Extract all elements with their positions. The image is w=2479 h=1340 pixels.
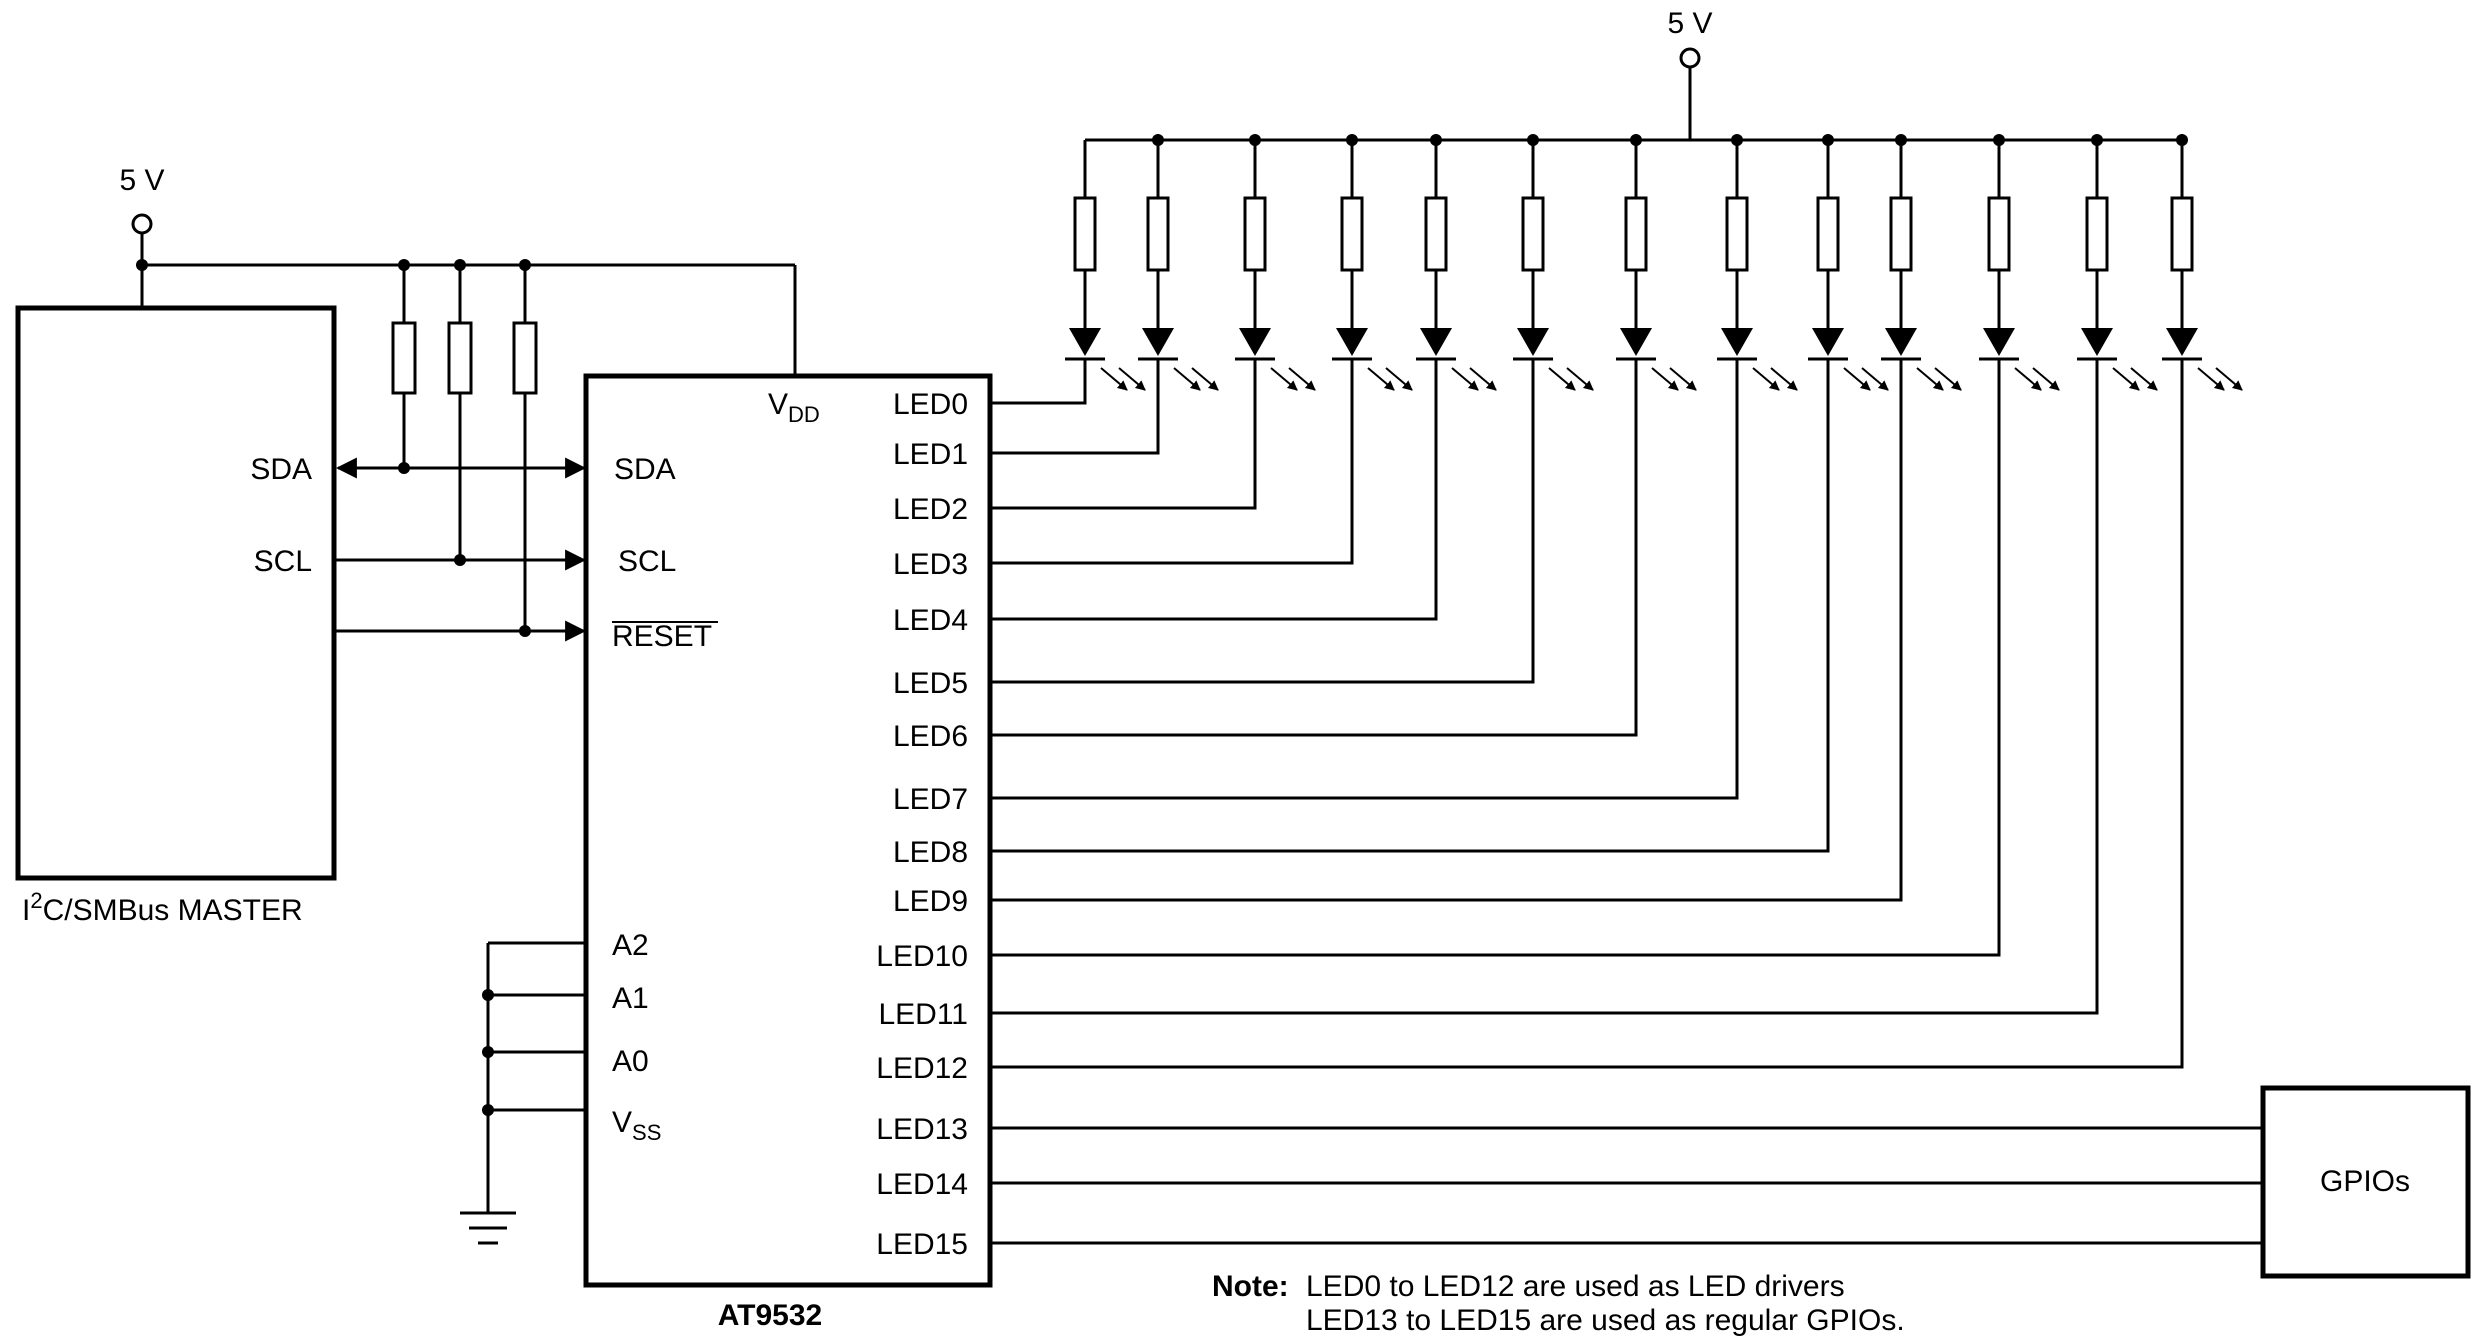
- resistor-0: [1073, 196, 1097, 272]
- chip-a0-label: A0: [612, 1045, 649, 1078]
- resistor-12: [2170, 196, 2194, 272]
- note-line-2: LED13 to LED15 are used as regular GPIOs…: [1306, 1304, 1905, 1337]
- supply-label-left: 5 V: [119, 164, 164, 197]
- chip-reset-label: RESET: [612, 620, 712, 653]
- supply-terminal-left: [131, 213, 153, 235]
- chip-pin-label-led4: LED4: [893, 604, 968, 637]
- led-channel-9: [990, 134, 1962, 902]
- led-icon-4: [1420, 328, 1452, 356]
- led-array: [990, 134, 2263, 1245]
- chip-pin-label-led2: LED2: [893, 493, 968, 526]
- supply-terminal-right: [1679, 47, 1701, 69]
- led-icon-6: [1620, 328, 1652, 356]
- led-icon-1: [1142, 328, 1174, 356]
- led-pin-labels: LED0LED1LED2LED3LED4LED5LED6LED7LED8LED9…: [876, 388, 968, 1261]
- led-channel-11: [990, 134, 2158, 1015]
- led-channel-4: [990, 134, 1497, 621]
- note-line-1: LED0 to LED12 are used as LED drivers: [1306, 1270, 1845, 1303]
- resistor-9: [1889, 196, 1913, 272]
- chip-pin-label-led15: LED15: [876, 1228, 968, 1261]
- chip-pin-label-led14: LED14: [876, 1168, 968, 1201]
- address-ground-wiring: [482, 941, 586, 1213]
- chip-pin-label-led11: LED11: [878, 998, 968, 1031]
- i2c-master-label: I2C/SMBus MASTER: [22, 888, 303, 927]
- master-scl-label: SCL: [254, 545, 312, 578]
- led-channel-5: [990, 134, 1594, 684]
- led-channel-7: [990, 134, 1798, 800]
- led-channel-6: [990, 134, 1697, 737]
- master-sda-label: SDA: [250, 453, 312, 486]
- chip-pin-label-led12: LED12: [876, 1052, 968, 1085]
- gpio-label: GPIOs: [2320, 1165, 2410, 1198]
- chip-pin-label-led13: LED13: [876, 1113, 968, 1146]
- i2c-master-box: [15, 305, 337, 881]
- led-channel-0: [990, 140, 1146, 405]
- chip-pin-label-led7: LED7: [893, 783, 968, 816]
- resistor-11: [2085, 196, 2109, 272]
- chip-pin-label-led6: LED6: [893, 720, 968, 753]
- chip-pin-label-led8: LED8: [893, 836, 968, 869]
- led-icon-10: [1983, 328, 2015, 356]
- resistor-6: [1624, 196, 1648, 272]
- led-icon-11: [2081, 328, 2113, 356]
- chip-vdd-label: VDD: [768, 388, 820, 427]
- resistor-5: [1521, 196, 1545, 272]
- resistor-2: [1243, 196, 1267, 272]
- chip-sda-label: SDA: [614, 453, 676, 486]
- resistor-3: [1340, 196, 1364, 272]
- resistor-1: [1146, 196, 1170, 272]
- chip-pin-label-led1: LED1: [893, 438, 968, 471]
- led-channel-8: [990, 134, 1889, 853]
- resistor-4: [1424, 196, 1448, 272]
- led-channel-1: [990, 134, 1219, 455]
- resistor-8: [1816, 196, 1840, 272]
- led-channel-2: [990, 134, 1316, 510]
- led-icon-7: [1721, 328, 1753, 356]
- led-icon-0: [1069, 328, 1101, 356]
- led-channel-10: [990, 134, 2060, 957]
- note-label: Note:: [1212, 1270, 1289, 1303]
- chip-pin-label-led3: LED3: [893, 548, 968, 581]
- led-icon-12: [2166, 328, 2198, 356]
- resistor-10: [1987, 196, 2011, 272]
- chip-box: [583, 373, 993, 1288]
- chip-vss-label: VSS: [612, 1106, 661, 1145]
- led-icon-9: [1885, 328, 1917, 356]
- led-icon-5: [1517, 328, 1549, 356]
- chip-scl-label: SCL: [618, 545, 676, 578]
- resistor-7: [1725, 196, 1749, 272]
- chip-pin-label-led9: LED9: [893, 885, 968, 918]
- led-icon-2: [1239, 328, 1271, 356]
- pullup-resistors: [391, 259, 538, 631]
- led-channel-12: [990, 134, 2243, 1069]
- led-icon-8: [1812, 328, 1844, 356]
- chip-a2-label: A2: [612, 929, 649, 962]
- supply-label-right: 5 V: [1667, 7, 1712, 40]
- chip-pin-label-led0: LED0: [893, 388, 968, 421]
- led-channel-3: [990, 134, 1413, 565]
- chip-pin-label-led5: LED5: [893, 667, 968, 700]
- ground-icon: [460, 1211, 516, 1245]
- gpio-box: [2260, 1085, 2471, 1279]
- chip-pin-label-led10: LED10: [876, 940, 968, 973]
- led-icon-3: [1336, 328, 1368, 356]
- chip-a1-label: A1: [612, 982, 649, 1015]
- chip-name: AT9532: [718, 1299, 823, 1332]
